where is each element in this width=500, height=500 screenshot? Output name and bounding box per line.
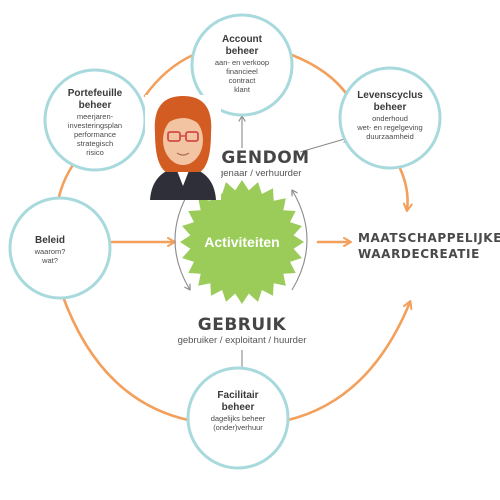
- thin-arrows: [174, 115, 349, 376]
- levenscyclus-title: Levenscyclus: [357, 90, 423, 101]
- arc-portefeuille-to-account: [143, 53, 195, 98]
- account-line: aan- en verkoop: [215, 58, 269, 67]
- circle-account: Account beheer aan- en verkoop financiee…: [190, 13, 294, 117]
- portefeuille-line: performance: [74, 130, 116, 139]
- levenscyclus-line: duurzaamheid: [366, 132, 414, 141]
- result-title-line-2: WAARDECREATIE: [358, 247, 480, 261]
- beleid-title: Beleid: [35, 235, 65, 246]
- facilitair-title: Facilitair: [217, 390, 258, 401]
- portefeuille-line: investeringsplan: [68, 121, 122, 130]
- levenscyclus-line: onderhoud: [372, 114, 408, 123]
- portefeuille-line: strategisch: [77, 139, 113, 148]
- circle-beleid: Beleid waarom? wat?: [8, 196, 112, 300]
- account-line: financieel: [226, 67, 258, 76]
- eigendom-subtitle: eigenaar / verhuurder: [211, 168, 302, 179]
- levenscyclus-line: wet- en regelgeving: [356, 123, 422, 132]
- account-line: contract: [229, 76, 257, 85]
- circle-portefeuille: Portefeuille beheer meerjaren- investeri…: [43, 68, 147, 172]
- facilitair-line: dagelijks beheer: [211, 414, 266, 423]
- arc-beleid-to-facilitair: [60, 292, 190, 422]
- portefeuille-line: risico: [86, 148, 104, 157]
- gebruik-subtitle: gebruiker / exploitant / huurder: [178, 335, 307, 346]
- cycle-arrow-right-icon: [291, 189, 308, 291]
- activiteiten-label: Activiteiten: [204, 234, 279, 250]
- facilitair-line: (onder)verhuur: [213, 423, 263, 432]
- circle-levenscyclus: Levenscyclus beheer onderhoud wet- en re…: [338, 66, 442, 170]
- person-avatar-icon: [145, 95, 221, 200]
- arc-facilitair-to-result: [286, 300, 413, 422]
- levenscyclus-title-2: beheer: [374, 102, 407, 113]
- account-line: klant: [234, 85, 251, 94]
- result-title-line-1: MAATSCHAPPELIJKE: [358, 231, 500, 245]
- cycle-arrow-left-icon: [174, 189, 191, 291]
- account-title-2: beheer: [226, 46, 259, 57]
- arrow-eigendom-to-levenscyclus: [299, 135, 349, 153]
- arc-levenscyclus-to-result: [396, 162, 413, 212]
- portefeuille-title-2: beheer: [79, 100, 112, 111]
- facilitair-title-2: beheer: [222, 402, 255, 413]
- eigendom-title: EIGENDOM: [202, 148, 309, 168]
- arc-account-to-levenscyclus: [290, 53, 350, 98]
- gebruik-title: GEBRUIK: [198, 315, 287, 335]
- circle-facilitair: Facilitair beheer dagelijks beheer (onde…: [186, 366, 290, 470]
- portefeuille-line: meerjaren-: [77, 112, 114, 121]
- account-title: Account: [222, 34, 263, 45]
- starburst-icon: Activiteiten: [180, 180, 304, 304]
- portefeuille-title: Portefeuille: [68, 88, 123, 99]
- beleid-line: wat?: [41, 256, 58, 265]
- beleid-line: waarom?: [34, 247, 66, 256]
